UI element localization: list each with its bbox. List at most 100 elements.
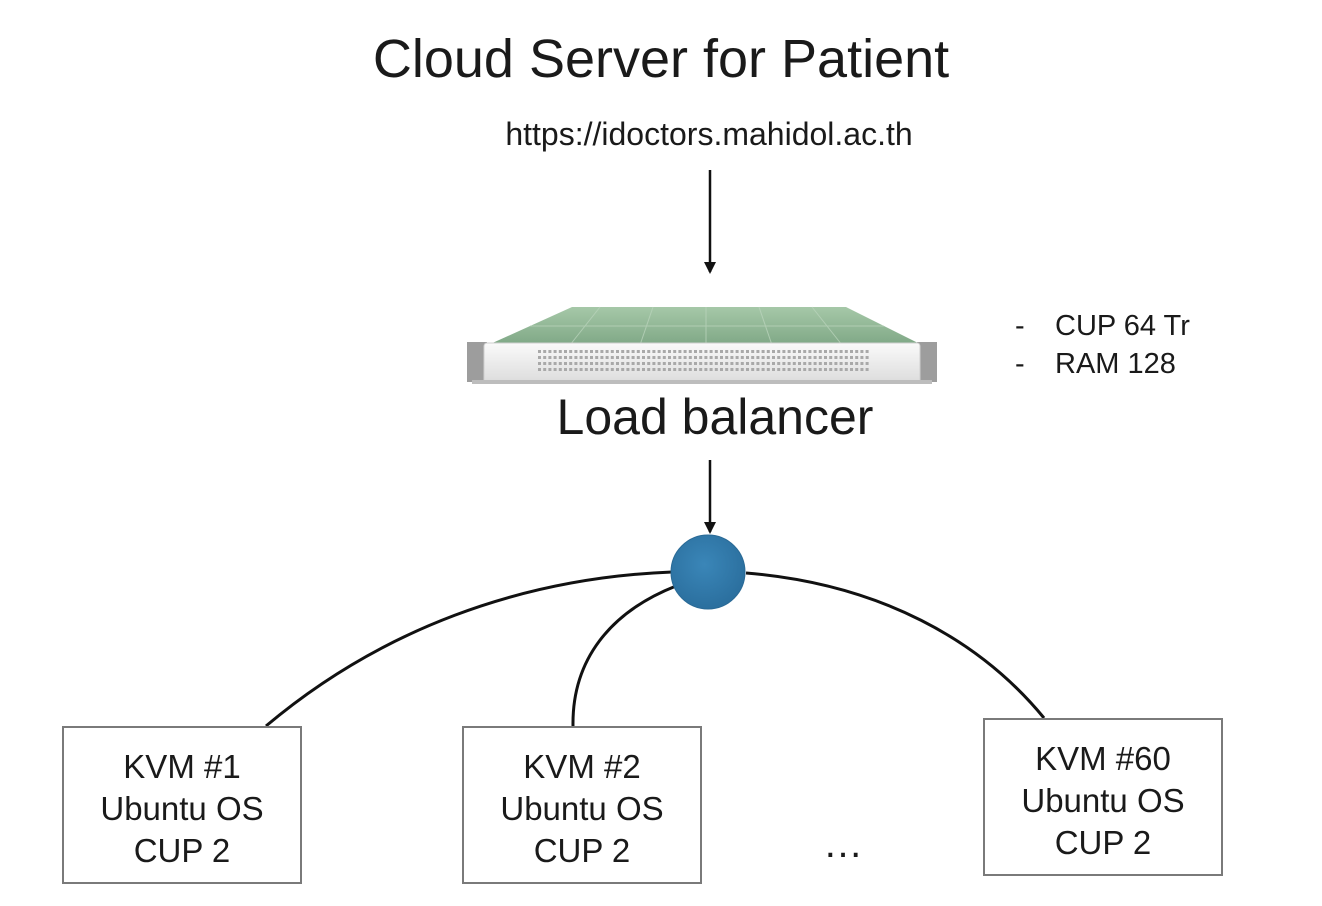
vent-dot: [813, 356, 817, 359]
vent-dot: [673, 362, 677, 365]
vent-dot: [668, 368, 671, 371]
vent-dot: [553, 356, 557, 359]
vent-dot: [631, 362, 635, 365]
vent-dot: [824, 350, 827, 353]
vent-dot: [694, 356, 697, 359]
vent-dot: [751, 362, 755, 365]
vent-dot: [538, 362, 541, 365]
vent-dot: [709, 356, 713, 359]
load-balancer-label: Load balancer: [556, 389, 874, 445]
vent-dot: [590, 362, 593, 365]
vent-dot: [855, 368, 859, 371]
vent-dot: [574, 350, 578, 353]
vent-dot: [584, 368, 588, 371]
vent-dot: [787, 356, 791, 359]
vent-dot: [543, 368, 547, 371]
vent-dot: [855, 362, 859, 365]
vent-dot: [714, 368, 718, 371]
vent-dot: [725, 362, 729, 365]
vent-dot: [735, 356, 739, 359]
vent-dot: [657, 368, 661, 371]
vent-dot: [610, 362, 614, 365]
vent-dot: [850, 362, 853, 365]
vent-dot: [720, 356, 723, 359]
vent-dot: [657, 362, 661, 365]
vent-dot: [756, 350, 760, 353]
vent-dot: [714, 350, 718, 353]
vent-dot: [600, 356, 604, 359]
link-kvm60: [745, 571, 1046, 719]
vent-dot: [590, 350, 593, 353]
vent-dot: [574, 362, 578, 365]
vent-dot: [772, 350, 775, 353]
vent-dot: [720, 362, 723, 365]
vent-dot: [647, 350, 651, 353]
vent-dot: [600, 362, 604, 365]
vent-dot: [798, 362, 801, 365]
vent-dot: [756, 362, 760, 365]
vent-dot: [824, 362, 827, 365]
vent-dot: [787, 362, 791, 365]
vent-dot: [595, 362, 599, 365]
vent-dot: [699, 356, 703, 359]
vent-dot: [548, 368, 552, 371]
vent-dot: [564, 368, 567, 371]
vent-dot: [735, 350, 739, 353]
vent-dot: [626, 368, 630, 371]
vent-dot: [761, 368, 765, 371]
vent-dot: [855, 350, 859, 353]
vm-cpu: CUP 2: [1054, 824, 1152, 861]
vent-dot: [772, 368, 775, 371]
vent-dot: [683, 350, 687, 353]
vent-dot: [564, 356, 567, 359]
vent-dot: [558, 350, 562, 353]
vent-dot: [844, 350, 848, 353]
vent-dot: [803, 350, 807, 353]
vent-dot: [829, 362, 833, 365]
vent-dot: [590, 368, 593, 371]
vent-dot: [616, 368, 619, 371]
vent-dot: [709, 362, 713, 365]
link-kvm1: [265, 570, 673, 728]
vent-dot: [751, 356, 755, 359]
vent-dot: [647, 356, 651, 359]
vent-dot: [782, 362, 786, 365]
vent-dot: [595, 368, 599, 371]
vent-dot: [704, 362, 708, 365]
vent-dot: [558, 356, 562, 359]
vent-dot: [740, 356, 744, 359]
vent-dot: [595, 350, 599, 353]
vent-dot: [605, 350, 609, 353]
vent-dot: [824, 356, 827, 359]
vent-dot: [668, 350, 671, 353]
vent-dot: [777, 368, 781, 371]
vent-dot: [678, 368, 682, 371]
spec-bullet: -: [1015, 348, 1025, 380]
vent-dot: [543, 356, 547, 359]
vent-dot: [584, 362, 588, 365]
vent-dot: [720, 350, 723, 353]
vent-dot: [792, 362, 796, 365]
vent-dot: [772, 362, 775, 365]
vent-dot: [730, 356, 734, 359]
vent-dot: [699, 350, 703, 353]
vent-dot: [720, 368, 723, 371]
vent-dot: [865, 362, 869, 365]
vent-dot: [699, 362, 703, 365]
vent-dot: [621, 350, 625, 353]
vent-dot: [860, 362, 864, 365]
vent-dot: [548, 350, 552, 353]
vent-dot: [782, 368, 786, 371]
vent-dot: [538, 350, 541, 353]
vent-dot: [569, 362, 573, 365]
vent-dot: [610, 356, 614, 359]
vent-dot: [824, 368, 827, 371]
vent-dot: [860, 368, 864, 371]
vent-dot: [662, 368, 666, 371]
vent-dot: [746, 368, 749, 371]
vent-dot: [813, 362, 817, 365]
vent-dot: [756, 368, 760, 371]
vent-dot: [600, 368, 604, 371]
vent-dot: [558, 368, 562, 371]
vent-dot: [636, 362, 640, 365]
